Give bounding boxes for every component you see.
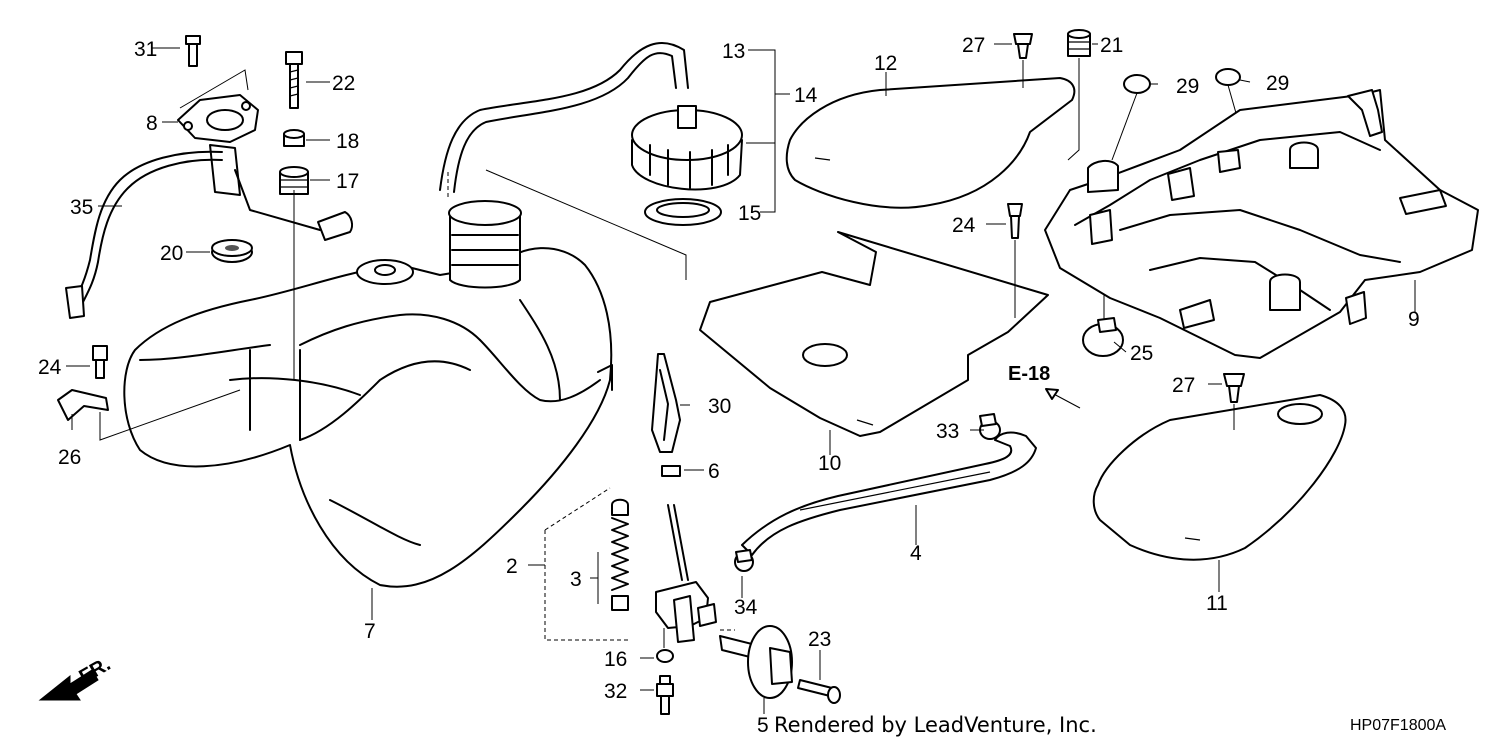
fuel-hose-4[interactable] [741, 431, 1037, 556]
callout-4: 4 [910, 542, 922, 565]
callout-11: 11 [1206, 592, 1228, 615]
mat-10[interactable] [699, 231, 1049, 437]
fuel-tank[interactable] [123, 200, 613, 588]
callout-10: 10 [818, 452, 841, 475]
screw-23[interactable] [797, 679, 841, 704]
diagram-code: HP07F1800A [1350, 717, 1446, 734]
callout-32: 32 [604, 680, 627, 703]
clip-24-right[interactable] [1007, 203, 1023, 239]
clip-26[interactable] [57, 389, 109, 421]
callout-27-top: 27 [962, 34, 985, 57]
cap-gasket-15[interactable] [644, 198, 722, 226]
callout-27-bottom: 27 [1172, 374, 1195, 397]
clip-27-bottom[interactable] [1223, 373, 1245, 403]
washer-18[interactable] [283, 129, 305, 147]
callout-22: 22 [332, 72, 355, 95]
callout-16: 16 [604, 648, 627, 671]
cap-29-left[interactable] [1123, 74, 1151, 94]
callout-20: 20 [160, 242, 183, 265]
clamp-25[interactable] [1082, 317, 1124, 357]
fuel-cap[interactable] [631, 105, 743, 191]
clip-33[interactable] [979, 413, 1001, 440]
section-reference: E-18 [1008, 363, 1050, 385]
callout-24-right: 24 [952, 214, 976, 237]
callout-31: 31 [134, 38, 157, 61]
callout-2: 2 [506, 555, 518, 578]
cap-29-right[interactable] [1215, 68, 1241, 86]
callout-30: 30 [708, 395, 731, 418]
grommet-20[interactable] [211, 239, 253, 263]
callout-3: 3 [570, 568, 582, 591]
bolt-22[interactable] [285, 51, 303, 109]
bolt-24-left[interactable] [92, 345, 108, 379]
guard-30[interactable] [651, 353, 681, 453]
grommet-17[interactable] [279, 166, 309, 195]
plate-5[interactable] [719, 625, 793, 699]
bolt-32[interactable] [656, 675, 674, 715]
tray-9[interactable] [1044, 89, 1479, 359]
callout-21: 21 [1100, 34, 1123, 57]
callout-12: 12 [874, 52, 897, 75]
clip-34[interactable] [734, 549, 754, 572]
callout-14: 14 [794, 84, 818, 107]
callout-33: 33 [936, 420, 959, 443]
fuel-valve[interactable] [655, 504, 717, 643]
callout-25: 25 [1130, 342, 1153, 365]
callout-29-left: 29 [1176, 75, 1199, 98]
callout-9: 9 [1408, 308, 1420, 331]
credit-text: Rendered by LeadVenture, Inc. [774, 713, 1097, 737]
fuel-pump-bracket[interactable] [177, 94, 354, 241]
callout-13: 13 [722, 40, 745, 63]
callout-23: 23 [808, 628, 831, 651]
callout-24-left: 24 [38, 356, 62, 379]
callout-15: 15 [738, 202, 761, 225]
callout-5: 5 [757, 714, 769, 737]
mat-12[interactable] [785, 77, 1076, 209]
fuel-tube-35[interactable] [65, 150, 223, 319]
washer-6[interactable] [661, 465, 681, 477]
callout-26: 26 [58, 446, 81, 469]
front-arrow-icon [38, 669, 99, 701]
callout-34: 34 [734, 596, 758, 619]
spring-3[interactable] [611, 498, 629, 611]
callout-35: 35 [70, 196, 93, 219]
breather-hose-13[interactable] [439, 41, 689, 200]
callout-7: 7 [364, 620, 376, 643]
callout-18: 18 [336, 130, 359, 153]
callout-17: 17 [336, 170, 359, 193]
callout-6: 6 [708, 460, 720, 483]
callout-8: 8 [146, 112, 158, 135]
washer-16[interactable] [656, 649, 674, 663]
grommet-21[interactable] [1067, 29, 1091, 57]
bolt-31[interactable] [185, 35, 201, 67]
mat-11[interactable] [1092, 394, 1347, 561]
clip-27-top[interactable] [1013, 33, 1033, 59]
callout-29-right: 29 [1266, 72, 1289, 95]
